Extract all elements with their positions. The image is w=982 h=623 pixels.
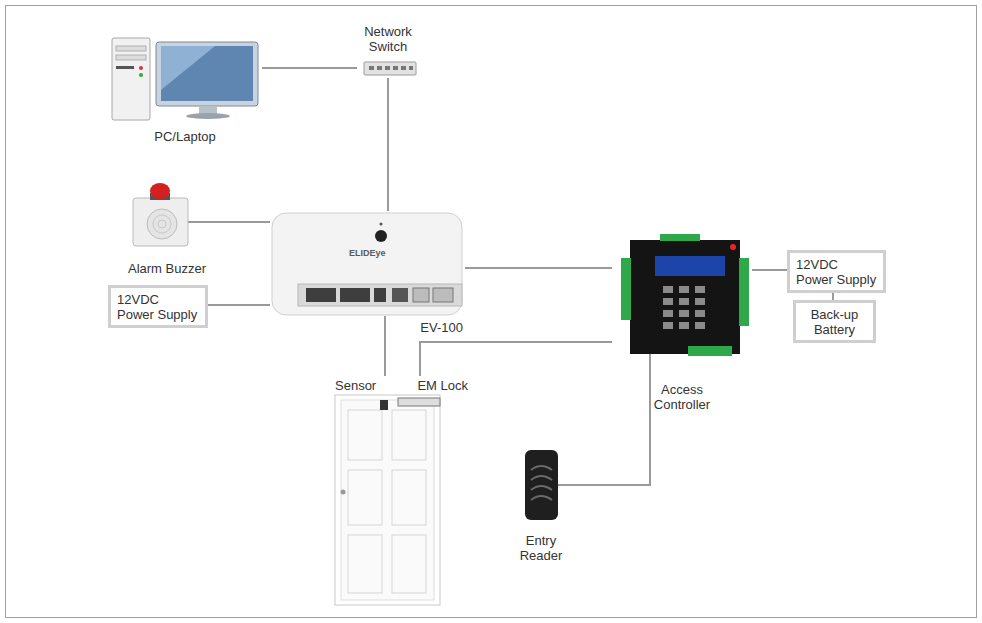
device-node: Access Controller [612, 236, 752, 414]
cable [387, 78, 389, 211]
buzzer-illustration [133, 183, 188, 246]
supply-box: 12VDC Power Supply [108, 285, 208, 328]
pc-illustration [112, 38, 258, 120]
switch-illustration [364, 62, 416, 75]
device-label: Network Switch [359, 24, 417, 54]
device-node: Network Switch [357, 22, 419, 78]
device-label: Alarm Buzzer [128, 261, 206, 276]
reader-illustration [525, 450, 558, 520]
cable [208, 304, 270, 306]
cable [222, 221, 270, 223]
device-label: EM Lock [417, 378, 468, 393]
device-label: 12VDC Power Supply [796, 257, 877, 287]
cable [262, 67, 357, 69]
brand-logo: ELIDEye [349, 248, 386, 258]
cable [832, 293, 834, 300]
supply-box: 12VDC Power Supply [787, 250, 886, 293]
device-label: EV-100 [420, 320, 463, 335]
device-label: Entry Reader [510, 533, 572, 563]
device-label: PC/Laptop [154, 129, 215, 144]
device-node: EM Lock [398, 376, 470, 412]
cable [752, 269, 787, 271]
device-label: Sensor [335, 378, 376, 393]
device-node: Entry Reader [505, 447, 577, 565]
device-label: Access Controller [641, 382, 723, 412]
ev100-illustration [272, 213, 462, 315]
cable [420, 342, 612, 376]
supply-box: Back-up Battery [793, 300, 876, 343]
device-node: Sensor [333, 376, 391, 412]
device-node: PC/Laptop [108, 30, 262, 146]
device-label: Back-up Battery [802, 307, 867, 337]
cable [465, 267, 612, 269]
device-node: Alarm Buzzer [112, 182, 222, 278]
cable [384, 337, 386, 376]
device-node: EV-100 [270, 211, 465, 337]
cable [577, 414, 650, 485]
frame [6, 6, 977, 618]
device-label: 12VDC Power Supply [117, 292, 199, 322]
door-illustration [335, 395, 440, 605]
controller-illustration [621, 234, 749, 356]
